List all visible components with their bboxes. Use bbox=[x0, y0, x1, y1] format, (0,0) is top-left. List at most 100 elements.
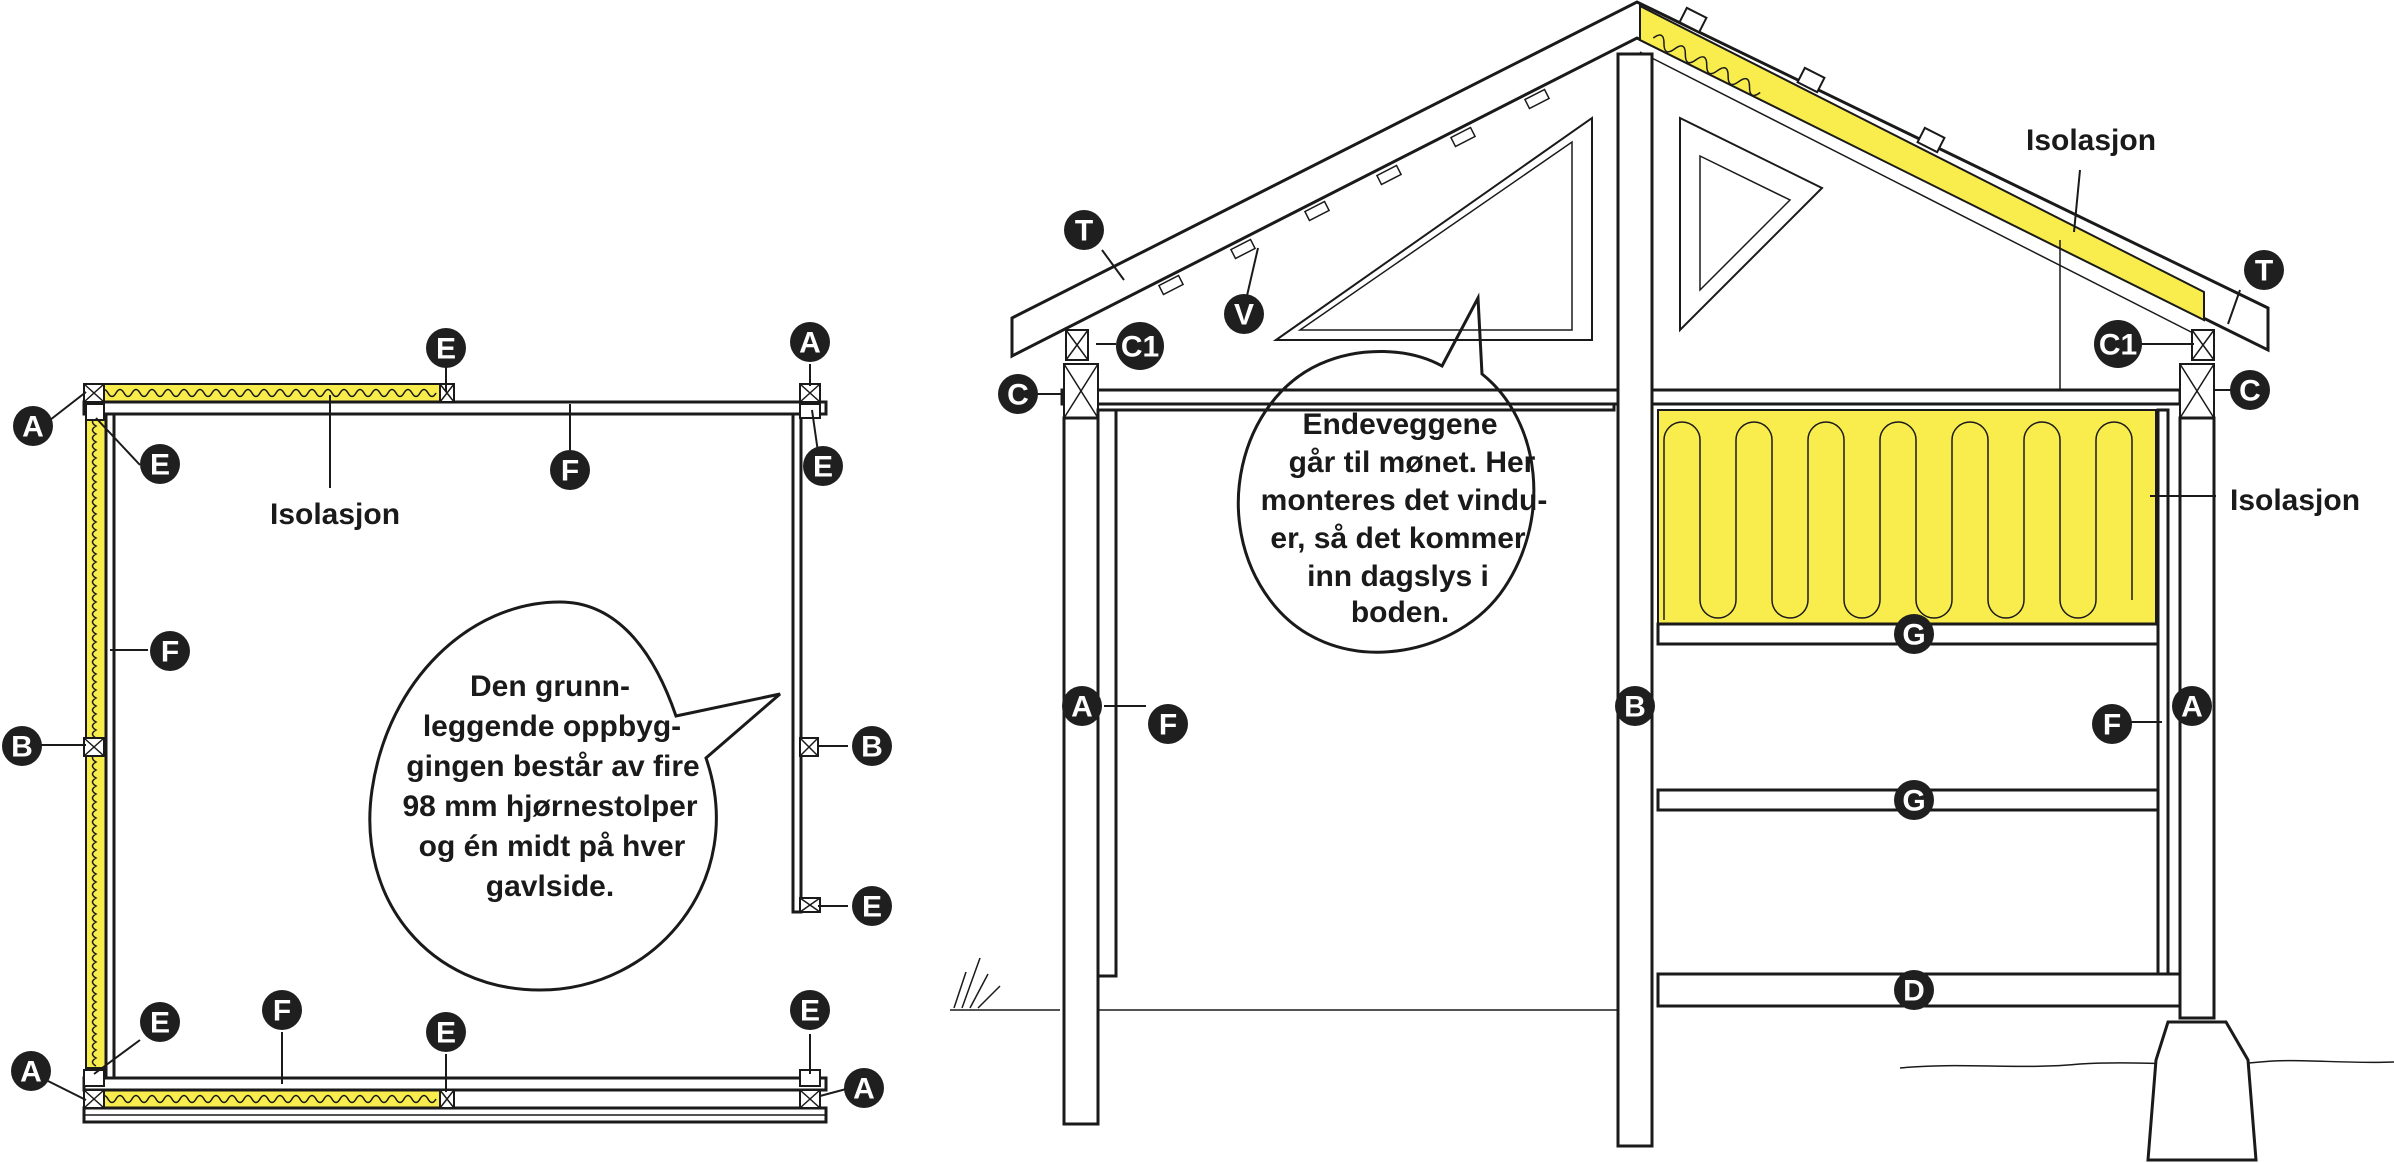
section-speech-bubble bbox=[1236, 292, 1536, 654]
svg-text:B: B bbox=[861, 731, 883, 764]
svg-text:F: F bbox=[2103, 709, 2121, 742]
section-bubble-text: Endeveggene går til mønet. Her monteres … bbox=[1261, 408, 1548, 629]
badge-c-left: C bbox=[998, 374, 1038, 414]
svg-text:E: E bbox=[436, 333, 456, 366]
gable-window-right-outer bbox=[1679, 116, 1824, 333]
wall-insulation-label: Isolasjon bbox=[2230, 484, 2360, 517]
badge-a-left: A bbox=[1062, 686, 1102, 726]
gable-window-left-outer bbox=[1272, 116, 1593, 341]
badge-v: V bbox=[1224, 294, 1264, 334]
roof-insulation-pattern bbox=[1652, 34, 1761, 97]
badge-g-mid: G bbox=[1894, 780, 1934, 820]
plan-insulation-pattern-bottom bbox=[99, 1094, 437, 1104]
section-bubble-line-6: boden. bbox=[1351, 596, 1449, 629]
badge-e-top-left: E bbox=[140, 444, 180, 484]
roof-inner-line bbox=[1639, 51, 2196, 335]
badge-e-bottom-right: E bbox=[790, 990, 830, 1030]
badge-e-top-right: E bbox=[803, 446, 843, 486]
badge-a-top-left: A bbox=[13, 406, 53, 446]
badge-c1-right: C1 bbox=[2094, 320, 2142, 368]
badge-c1-left: C1 bbox=[1116, 322, 1164, 370]
wall-insulation bbox=[1657, 409, 2157, 625]
badge-f-left: F bbox=[150, 631, 190, 671]
badge-b-center: B bbox=[1615, 686, 1655, 726]
badge-a-bottom-left: A bbox=[11, 1051, 51, 1091]
svg-text:D: D bbox=[1903, 975, 1925, 1008]
badge-g-top: G bbox=[1894, 614, 1934, 654]
svg-text:B: B bbox=[1624, 691, 1646, 724]
svg-text:A: A bbox=[2181, 691, 2203, 724]
post-e-top-left bbox=[85, 403, 105, 421]
badge-a-top-right: A bbox=[790, 322, 830, 362]
svg-text:T: T bbox=[1075, 215, 1093, 248]
section-bubble-line-1: Endeveggene bbox=[1302, 408, 1497, 441]
svg-text:E: E bbox=[800, 995, 820, 1028]
svg-text:B: B bbox=[11, 731, 33, 764]
plan-wall-top bbox=[82, 400, 828, 416]
section-bubble-line-2: går til mønet. Her bbox=[1289, 446, 1536, 479]
ground-line-right bbox=[1899, 1059, 2394, 1069]
svg-text:A: A bbox=[1071, 691, 1093, 724]
svg-text:F: F bbox=[561, 455, 579, 488]
plan-wall-bottom bbox=[82, 1076, 828, 1092]
plan-bubble-line-3: gingen består av fire bbox=[406, 750, 699, 783]
badge-f-bottom: F bbox=[262, 990, 302, 1030]
badge-e-top-mid: E bbox=[426, 328, 466, 368]
plan-speech-bubble bbox=[368, 600, 781, 992]
wall-insulation-pattern bbox=[1663, 421, 2133, 620]
svg-text:E: E bbox=[862, 891, 882, 924]
badge-f-top: F bbox=[550, 450, 590, 490]
plan-bubble-line-2: leggende oppbyg- bbox=[423, 710, 681, 743]
svg-text:E: E bbox=[150, 449, 170, 482]
badge-b-right: B bbox=[852, 726, 892, 766]
section-bubble-line-5: inn dagslys i bbox=[1307, 560, 1489, 593]
svg-text:V: V bbox=[1234, 299, 1254, 332]
badge-e-bottom-mid: E bbox=[426, 1012, 466, 1052]
stud-f-left bbox=[1096, 408, 1118, 978]
stud-f-right bbox=[2156, 408, 2170, 978]
roof-insulation bbox=[1639, 4, 2205, 322]
badge-e-bottom-left: E bbox=[140, 1002, 180, 1042]
badge-b-left: B bbox=[2, 726, 42, 766]
svg-text:C1: C1 bbox=[2099, 329, 2137, 362]
svg-text:C: C bbox=[1007, 379, 1029, 412]
column-a-left bbox=[1062, 416, 1100, 1126]
badge-d: D bbox=[1894, 970, 1934, 1010]
plan-bubble-line-1: Den grunn- bbox=[470, 670, 630, 703]
svg-text:F: F bbox=[1159, 709, 1177, 742]
badge-t-right: T bbox=[2244, 250, 2284, 290]
badge-t-left: T bbox=[1064, 210, 1104, 250]
badge-f-left: F bbox=[1148, 704, 1188, 744]
svg-text:A: A bbox=[853, 1073, 875, 1106]
svg-text:C1: C1 bbox=[1121, 331, 1159, 364]
foundation-pier bbox=[2146, 1020, 2258, 1162]
plan-wall-left bbox=[104, 412, 116, 1080]
plan-leaders bbox=[40, 364, 851, 1101]
svg-text:F: F bbox=[161, 636, 179, 669]
badge-e-right-low: E bbox=[852, 886, 892, 926]
svg-text:A: A bbox=[799, 327, 821, 360]
plan-posts bbox=[83, 383, 821, 1109]
post-cross-marks bbox=[83, 383, 821, 1109]
badge-c-right: C bbox=[2230, 370, 2270, 410]
badge-a-bottom-right: A bbox=[844, 1068, 884, 1108]
post-e-top-right bbox=[799, 403, 821, 419]
section-bubble-line-3: monteres det vindu- bbox=[1261, 484, 1548, 517]
grass-tuft bbox=[953, 957, 1001, 1009]
plan-bubble-line-5: og én midt på hver bbox=[419, 830, 686, 863]
svg-text:G: G bbox=[1902, 785, 1925, 818]
svg-text:E: E bbox=[436, 1017, 456, 1050]
svg-text:F: F bbox=[273, 995, 291, 1028]
column-b-center bbox=[1616, 52, 1654, 1148]
cross-section: Isolasjon Isolasjon Endeveggene går til … bbox=[950, 0, 2394, 1162]
plan-wall-right bbox=[791, 412, 803, 914]
svg-text:T: T bbox=[2255, 255, 2273, 288]
plan-bubble-text: Den grunn- leggende oppbyg- gingen bestå… bbox=[402, 670, 699, 903]
roof-underside-marks bbox=[1157, 88, 1551, 296]
badge-f-right: F bbox=[2092, 704, 2132, 744]
roof-battens bbox=[1678, 6, 1946, 154]
roof-left-slab bbox=[1010, 0, 2270, 359]
roof-insulation-label: Isolasjon bbox=[2026, 124, 2156, 157]
